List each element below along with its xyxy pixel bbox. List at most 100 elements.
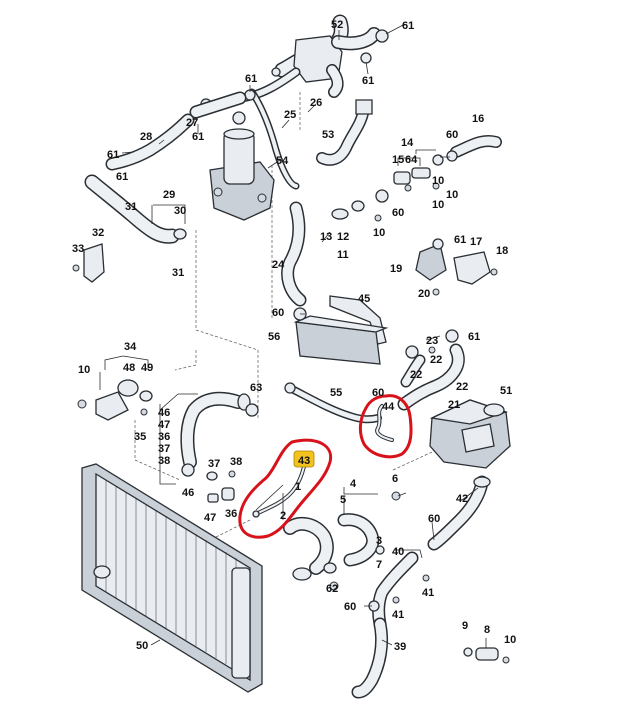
part-label-63: 63 xyxy=(250,382,262,394)
part-label-10: 10 xyxy=(432,199,444,211)
part-label-3: 3 xyxy=(376,535,382,547)
coolant-hose-40 xyxy=(351,551,430,699)
part-label-52: 52 xyxy=(331,19,343,31)
part-label-35: 35 xyxy=(134,431,146,443)
part-label-32: 32 xyxy=(92,227,104,239)
part-label-19: 19 xyxy=(390,263,402,275)
part-label-61: 61 xyxy=(362,75,374,87)
coolant-hose-36 xyxy=(180,391,259,477)
part-label-64: 64 xyxy=(405,154,418,166)
part-label-41: 41 xyxy=(422,587,434,599)
part-label-47: 47 xyxy=(158,419,170,431)
coolant-hose-1 xyxy=(283,516,339,591)
part-label-10: 10 xyxy=(78,364,90,376)
part-label-28: 28 xyxy=(140,131,152,143)
part-label-60: 60 xyxy=(446,129,458,141)
part-label-46: 46 xyxy=(182,487,194,499)
part-label-61: 61 xyxy=(107,149,119,161)
part-label-20: 20 xyxy=(418,288,430,300)
expansion-tank-51 xyxy=(429,399,511,469)
upper-coolant-pipe-assembly xyxy=(271,14,389,98)
part-label-62: 62 xyxy=(326,583,338,595)
oil-cooler-56 xyxy=(293,307,389,365)
part-labels: 52 61 61 61 26 27 25 61 53 14 60 16 28 6… xyxy=(72,19,516,653)
coolant-pump-17 xyxy=(415,238,498,296)
part-label-49: 49 xyxy=(141,362,153,374)
part-label-37: 37 xyxy=(208,458,220,470)
coolant-hose-22 xyxy=(397,329,465,411)
bolt-6 xyxy=(391,491,401,501)
part-label-10: 10 xyxy=(432,175,444,187)
part-label-43: 43 xyxy=(298,455,310,467)
coolant-hose-24 xyxy=(281,201,307,307)
part-label-48: 48 xyxy=(123,362,135,374)
part-label-7: 7 xyxy=(376,559,382,571)
part-label-16: 16 xyxy=(472,113,484,125)
coolant-fittings-11 xyxy=(331,200,382,222)
coolant-fittings-34 xyxy=(77,379,153,421)
part-label-60: 60 xyxy=(392,207,404,219)
part-label-60: 60 xyxy=(272,307,284,319)
part-label-17: 17 xyxy=(470,236,482,248)
part-label-25: 25 xyxy=(284,109,296,121)
part-label-60: 60 xyxy=(344,601,356,613)
highlight-ring-pipe-44 xyxy=(358,394,413,459)
coolant-pipe-55 xyxy=(284,382,382,424)
part-label-61: 61 xyxy=(192,131,204,143)
part-label-11: 11 xyxy=(337,249,349,261)
part-label-55: 55 xyxy=(330,387,342,399)
part-label-44: 44 xyxy=(382,401,395,413)
highlight-badge-43 xyxy=(293,450,315,468)
part-label-1: 1 xyxy=(295,481,301,493)
part-label-4: 4 xyxy=(350,478,357,490)
coolant-hose-29 xyxy=(84,174,187,244)
part-label-53: 53 xyxy=(322,129,334,141)
part-label-56: 56 xyxy=(268,331,280,343)
part-label-45: 45 xyxy=(358,293,370,305)
part-label-38: 38 xyxy=(230,456,242,468)
part-label-34: 34 xyxy=(124,341,137,353)
part-label-12: 12 xyxy=(337,231,349,243)
part-label-10: 10 xyxy=(373,227,385,239)
part-label-37: 37 xyxy=(158,443,170,455)
coolant-pipe-44 xyxy=(375,404,394,442)
coolant-sensor-8 xyxy=(463,647,510,664)
part-label-36: 36 xyxy=(225,508,237,520)
part-label-40: 40 xyxy=(392,546,404,558)
part-label-22: 22 xyxy=(430,354,442,366)
part-label-26: 26 xyxy=(310,97,322,109)
part-label-61: 61 xyxy=(468,331,480,343)
part-label-8: 8 xyxy=(484,624,490,636)
part-label-61: 61 xyxy=(116,171,128,183)
part-label-10: 10 xyxy=(504,634,516,646)
part-label-46: 46 xyxy=(158,407,170,419)
part-label-51: 51 xyxy=(500,385,512,397)
part-label-31: 31 xyxy=(125,201,137,213)
highlight-annotations xyxy=(238,394,413,539)
radiator-50 xyxy=(81,463,263,693)
part-label-54: 54 xyxy=(276,155,289,167)
part-label-14: 14 xyxy=(401,137,414,149)
part-label-33: 33 xyxy=(72,243,84,255)
part-label-2: 2 xyxy=(280,510,286,522)
highlight-ring-pipe-43 xyxy=(238,438,333,539)
part-label-15: 15 xyxy=(392,154,404,166)
part-label-22: 22 xyxy=(456,381,468,393)
part-label-30: 30 xyxy=(174,205,186,217)
part-label-38: 38 xyxy=(158,455,170,467)
coolant-fittings-37 xyxy=(206,470,236,503)
part-label-29: 29 xyxy=(163,189,175,201)
coolant-hose-16 xyxy=(446,135,502,162)
part-label-31: 31 xyxy=(172,267,184,279)
part-label-9: 9 xyxy=(462,620,468,632)
part-label-21: 21 xyxy=(448,399,460,411)
part-label-24: 24 xyxy=(272,259,285,271)
part-label-61: 61 xyxy=(454,234,466,246)
part-label-60: 60 xyxy=(372,387,384,399)
part-label-41: 41 xyxy=(392,609,404,621)
part-label-10: 10 xyxy=(446,189,458,201)
part-label-23: 23 xyxy=(426,335,438,347)
part-label-50: 50 xyxy=(136,640,148,652)
part-label-36: 36 xyxy=(158,431,170,443)
